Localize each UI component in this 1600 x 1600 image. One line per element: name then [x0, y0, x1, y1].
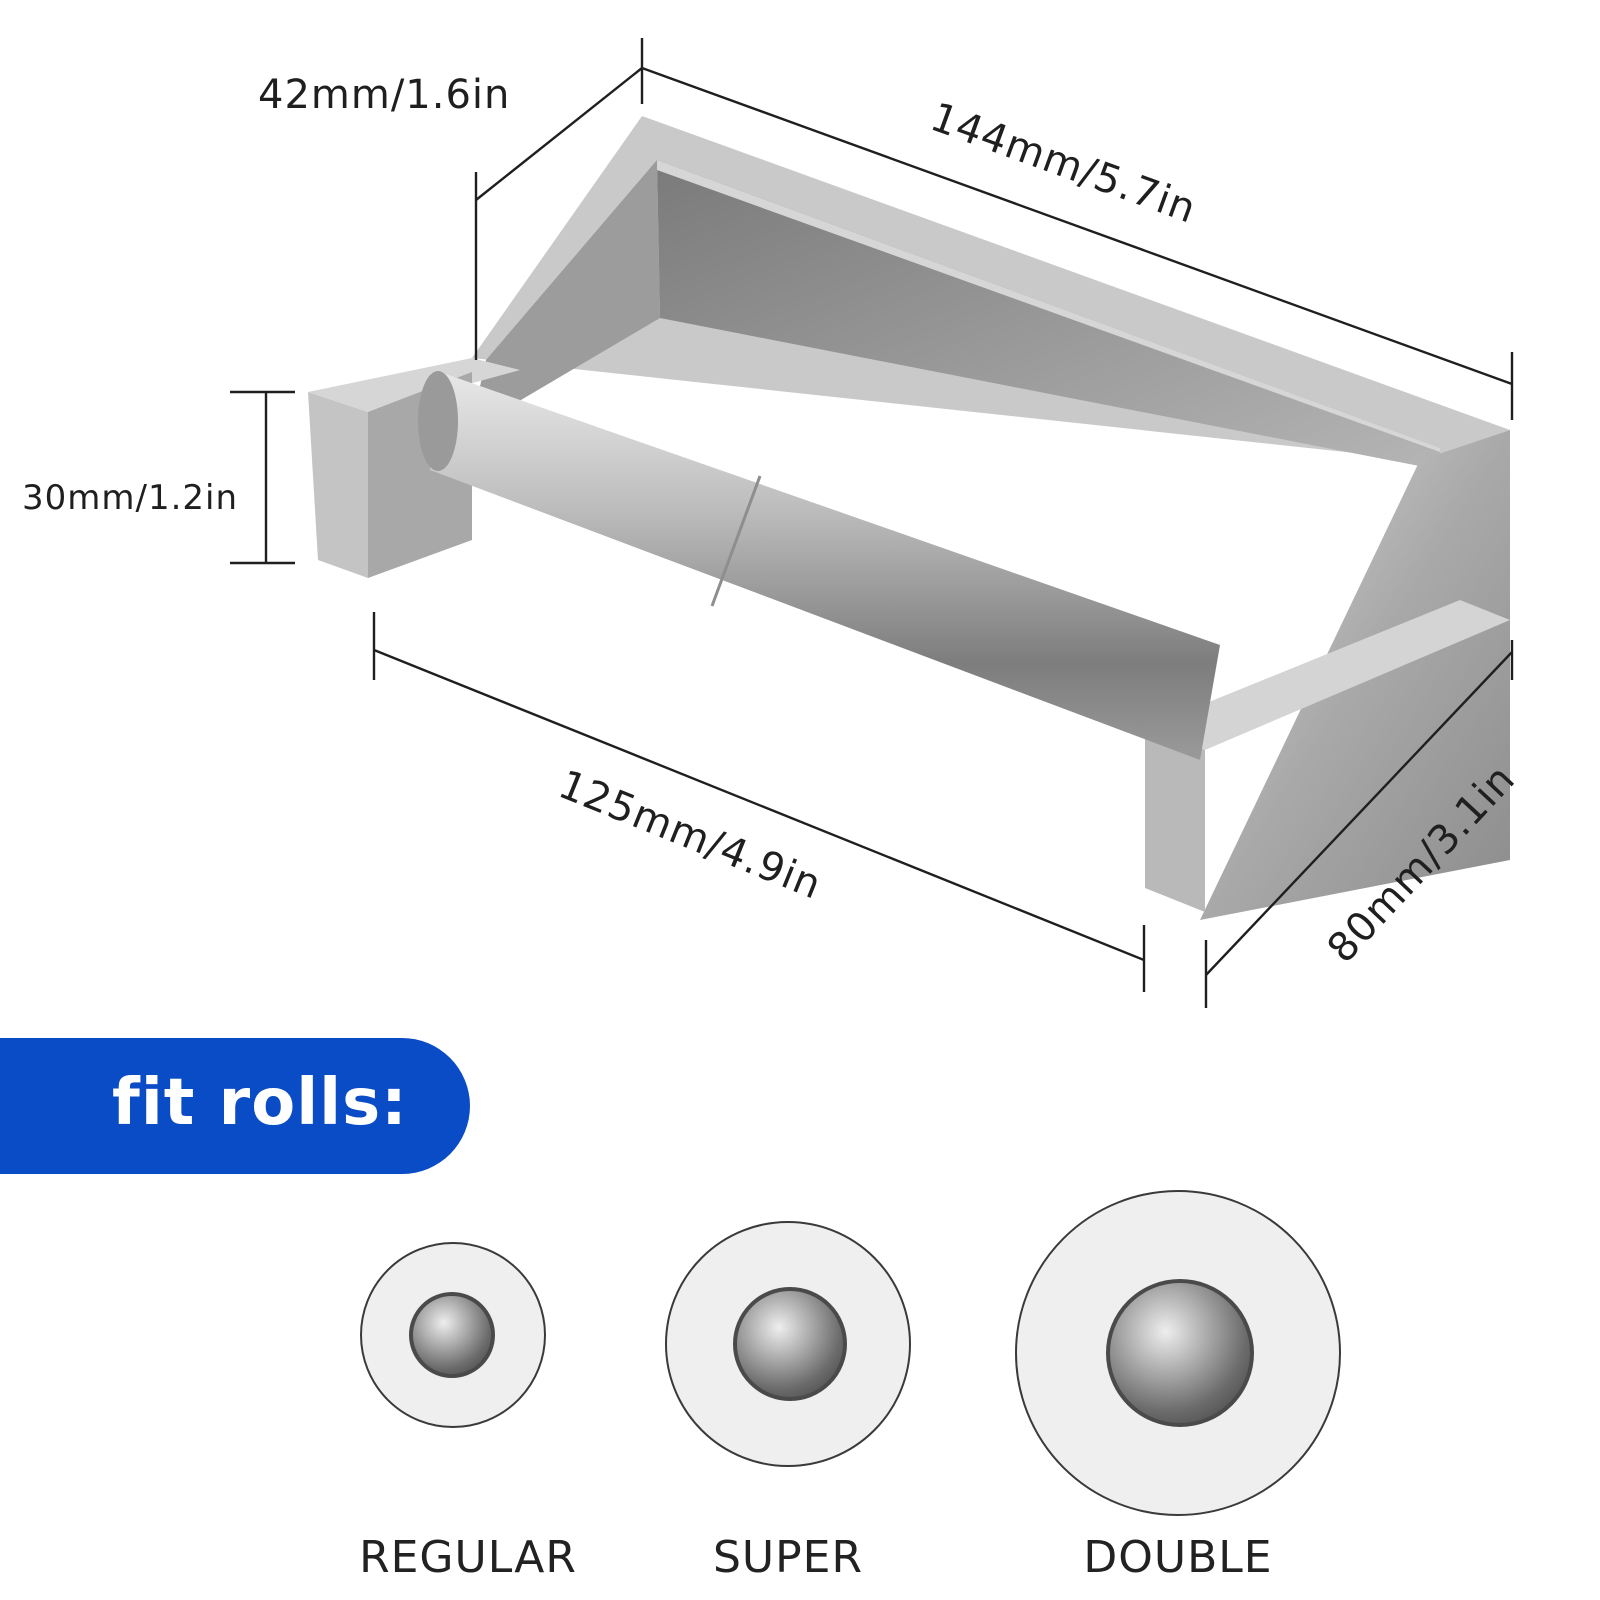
fit-rolls-heading: fit rolls: — [112, 1066, 408, 1140]
rod-length-label: 125mm/4.9in — [552, 762, 828, 909]
product-dimension-diagram: 42mm/1.6in 144mm/5.7in 30mm/1.2in 125mm/… — [22, 38, 1524, 1008]
double-label: DOUBLE — [1083, 1532, 1273, 1583]
regular-roll-icon — [360, 1242, 546, 1428]
depth-dimension-line — [475, 67, 643, 201]
dimension-lines — [230, 38, 1514, 1008]
toilet-paper-holder-illustration — [308, 116, 1510, 920]
holder-right-top-edge — [1145, 600, 1510, 750]
rod-length-dimension-line — [373, 648, 1145, 962]
width-dimension-line — [1205, 651, 1513, 976]
depth-label: 42mm/1.6in — [258, 72, 510, 118]
fit-rolls-banner: fit rolls: — [0, 1038, 470, 1174]
holder-inner-wall — [470, 160, 660, 430]
height-label: 30mm/1.2in — [22, 478, 238, 518]
holder-inner-edge — [657, 160, 1440, 452]
super-roll-icon — [665, 1221, 911, 1467]
rod-joint — [710, 475, 762, 607]
holder-left-endcap — [308, 392, 368, 578]
rod-end — [418, 371, 458, 471]
regular-label: REGULAR — [359, 1532, 577, 1583]
double-roll-icon — [1015, 1190, 1341, 1516]
length-label: 144mm/5.7in — [925, 94, 1203, 233]
holder-right-endcap — [1145, 728, 1205, 912]
length-dimension-line — [641, 66, 1513, 386]
super-label: SUPER — [712, 1532, 864, 1583]
holder-left-top-edge — [308, 358, 520, 412]
roll-rod — [430, 372, 1220, 760]
